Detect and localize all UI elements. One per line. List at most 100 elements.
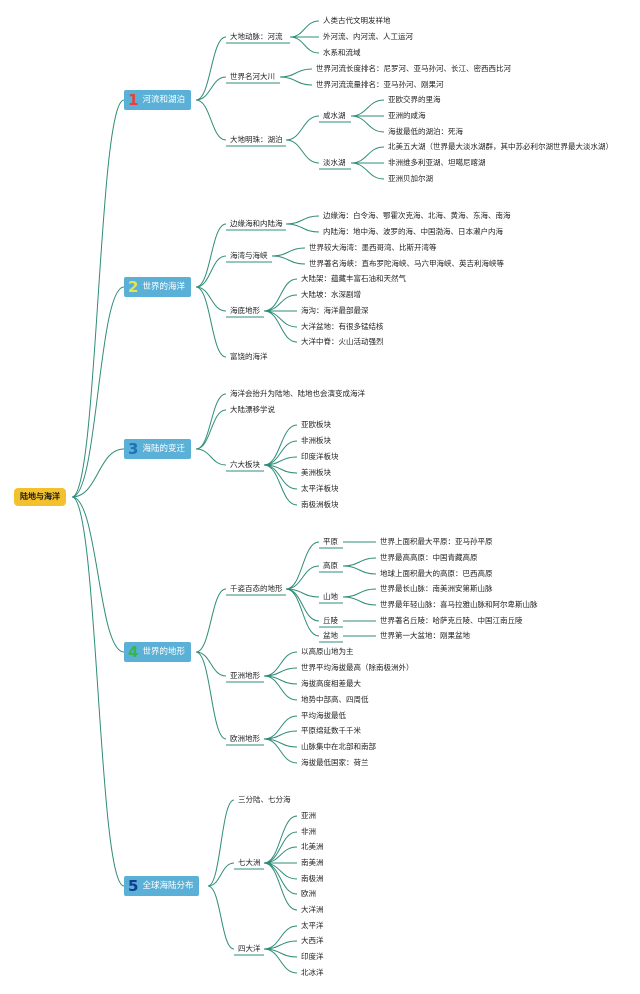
topic-depth2[interactable]: 山脉集中在北部和南部 xyxy=(301,742,376,751)
topic-depth3[interactable]: 亚洲贝加尔湖 xyxy=(388,174,433,183)
connector-main xyxy=(71,286,125,498)
connector-depth1 xyxy=(195,36,227,101)
connector-depth2 xyxy=(263,294,298,312)
topic-depth2[interactable]: 非洲 xyxy=(301,827,316,836)
topic-depth2[interactable]: 世界河流长度排名：尼罗河、亚马孙河、长江、密西西比河 xyxy=(316,64,511,73)
topic-depth3[interactable]: 世界著名丘陵：哈萨克丘陵、中国江南丘陵 xyxy=(380,616,523,625)
topic-depth2[interactable]: 海沟：海洋最部最深 xyxy=(301,306,369,315)
topic-depth2[interactable]: 山地 xyxy=(323,592,338,601)
topic-depth2[interactable]: 南极洲板块 xyxy=(301,500,339,509)
connector-depth3 xyxy=(350,99,385,117)
topic-depth3[interactable]: 海拔最低的湖泊：死海 xyxy=(388,127,463,136)
topic-depth2[interactable]: 北冰洋 xyxy=(301,968,324,977)
connector-depth3 xyxy=(350,115,385,133)
connector-depth1 xyxy=(195,393,227,450)
connector-depth1 xyxy=(195,255,227,288)
topic-depth1[interactable]: 四大洋 xyxy=(238,944,261,953)
topic-depth2[interactable]: 大洋中脊：火山活动强烈 xyxy=(301,337,384,346)
topic-depth2[interactable]: 世界著名海峡：直布罗陀海峡、马六甲海峡、英吉利海峡等 xyxy=(309,259,504,268)
topic-depth3[interactable]: 世界上面积最大平原：亚马孙平原 xyxy=(380,537,493,546)
topic-depth2[interactable]: 大西洋 xyxy=(301,936,324,945)
topic-depth2[interactable]: 海拔最低国家：荷兰 xyxy=(301,758,369,767)
topic-depth3[interactable]: 世界第一大盆地：刚果盆地 xyxy=(380,631,470,640)
topic-depth1[interactable]: 三分陆、七分海 xyxy=(238,795,291,804)
topic-depth1[interactable]: 海洋会抬升为陆地、陆地也会演变成海洋 xyxy=(230,389,365,398)
topic-depth1[interactable]: 海底地形 xyxy=(230,306,260,315)
connector-depth3 xyxy=(342,596,377,606)
topic-depth2[interactable]: 太平洋 xyxy=(301,921,324,930)
connector-depth2 xyxy=(263,815,298,864)
root-node[interactable]: 陆地与海洋 xyxy=(14,488,66,506)
topic-depth3[interactable]: 地球上面积最大的高原：巴西高原 xyxy=(380,569,493,578)
topic-depth2[interactable]: 美洲板块 xyxy=(301,468,331,477)
topic-depth1[interactable]: 边缘海和内陆海 xyxy=(230,219,283,228)
topic-depth2[interactable]: 外河流、内河流、人工运河 xyxy=(323,32,413,41)
topic-depth1[interactable]: 亚洲地形 xyxy=(230,671,260,680)
topic-depth1[interactable]: 大地动脉：河流 xyxy=(230,32,283,41)
topic-depth2[interactable]: 大洋洲 xyxy=(301,905,324,914)
connector-main xyxy=(71,496,125,887)
connector-depth2 xyxy=(263,464,298,506)
topic-depth2[interactable]: 淡水湖 xyxy=(323,158,346,167)
topic-number: 5 xyxy=(128,877,139,895)
connector-depth3 xyxy=(342,557,377,567)
connector-depth2 xyxy=(285,223,320,233)
topic-depth1[interactable]: 千姿百态的地形 xyxy=(230,584,283,593)
topic-depth1[interactable]: 七大洲 xyxy=(238,858,261,867)
topic-number: 4 xyxy=(128,643,139,661)
topic-depth2[interactable]: 人类古代文明发祥地 xyxy=(323,16,391,25)
topic-depth2[interactable]: 高原 xyxy=(323,561,338,570)
topic-depth1[interactable]: 海湾与海峡 xyxy=(230,251,268,260)
topic-depth3[interactable]: 亚洲的咸海 xyxy=(388,111,426,120)
topic-depth1[interactable]: 六大板块 xyxy=(230,460,260,469)
topic-depth2[interactable]: 太平洋板块 xyxy=(301,484,339,493)
topic-depth2[interactable]: 边缘海：白令海、鄂霍次克海、北海、黄海、东海、南海 xyxy=(323,211,511,220)
topic-depth3[interactable]: 非洲维多利亚湖、坦噶尼喀湖 xyxy=(388,158,486,167)
topic-depth2[interactable]: 平原绵延数千千米 xyxy=(301,726,361,735)
topic-depth1[interactable]: 大陆漂移学说 xyxy=(230,405,275,414)
topic-depth2[interactable]: 亚欧板块 xyxy=(301,420,331,429)
topic-depth2[interactable]: 印度洋 xyxy=(301,952,324,961)
topic-depth2[interactable]: 以高原山地为主 xyxy=(301,647,354,656)
topic-depth2[interactable]: 大陆架：蕴藏丰富石油和天然气 xyxy=(301,274,406,283)
topic-depth2[interactable]: 平均海拔最低 xyxy=(301,711,346,720)
topic-depth2[interactable]: 丘陵 xyxy=(323,616,338,625)
topic-depth2[interactable]: 盆地 xyxy=(323,631,338,640)
topic-depth2[interactable]: 大陆坡：水深剧增 xyxy=(301,290,361,299)
topic-depth2[interactable]: 地势中部高、四周低 xyxy=(301,695,369,704)
connector-depth2 xyxy=(285,139,320,164)
topic-depth2[interactable]: 亚洲 xyxy=(301,811,316,820)
topic-depth2[interactable]: 世界较大海湾：墨西哥湾、比斯开湾等 xyxy=(309,243,437,252)
topic-depth1[interactable]: 大地明珠：湖泊 xyxy=(230,135,283,144)
topic-depth2[interactable]: 咸水湖 xyxy=(323,111,346,120)
topic-depth3[interactable]: 世界最年轻山脉：喜马拉雅山脉和阿尔卑斯山脉 xyxy=(380,600,538,609)
topic-depth2[interactable]: 南美洲 xyxy=(301,858,324,867)
connector-depth2 xyxy=(279,68,313,78)
topic-depth3[interactable]: 亚欧交界的里海 xyxy=(388,95,441,104)
topic-depth2[interactable]: 大洋盆地：有很多锰结核 xyxy=(301,322,384,331)
topic-depth3[interactable]: 世界最长山脉：南美洲安第斯山脉 xyxy=(380,584,493,593)
topic-depth2[interactable]: 内陆海：地中海、波罗的海、中国渤海、日本濑户内海 xyxy=(323,227,503,236)
topic-depth1[interactable]: 欧洲地形 xyxy=(230,734,260,743)
topic-depth2[interactable]: 世界河流流量排名：亚马孙河、刚果河 xyxy=(316,80,444,89)
topic-depth1[interactable]: 世界名河大川 xyxy=(230,72,275,81)
topic-depth3[interactable]: 世界最高高原：中国青藏高原 xyxy=(380,553,478,562)
topic-depth2[interactable]: 南极洲 xyxy=(301,874,324,883)
topic-depth2[interactable]: 非洲板块 xyxy=(301,436,331,445)
topic-depth2[interactable]: 印度洋板块 xyxy=(301,452,339,461)
topic-depth3[interactable]: 北美五大湖（世界最大淡水湖群，其中苏必利尔湖世界最大淡水湖） xyxy=(388,142,613,151)
topic-depth2[interactable]: 海拔高度相差最大 xyxy=(301,679,361,688)
connector-depth1 xyxy=(195,588,227,653)
topic-depth2[interactable]: 水系和流域 xyxy=(323,48,361,57)
topic-depth2[interactable]: 欧洲 xyxy=(301,889,316,898)
topic-depth1[interactable]: 富饶的海洋 xyxy=(230,352,268,361)
topic-depth2[interactable]: 北美洲 xyxy=(301,842,324,851)
topic-depth2[interactable]: 平原 xyxy=(323,537,338,546)
topic-depth2[interactable]: 世界平均海拔最高（除南极洲外） xyxy=(301,663,414,672)
